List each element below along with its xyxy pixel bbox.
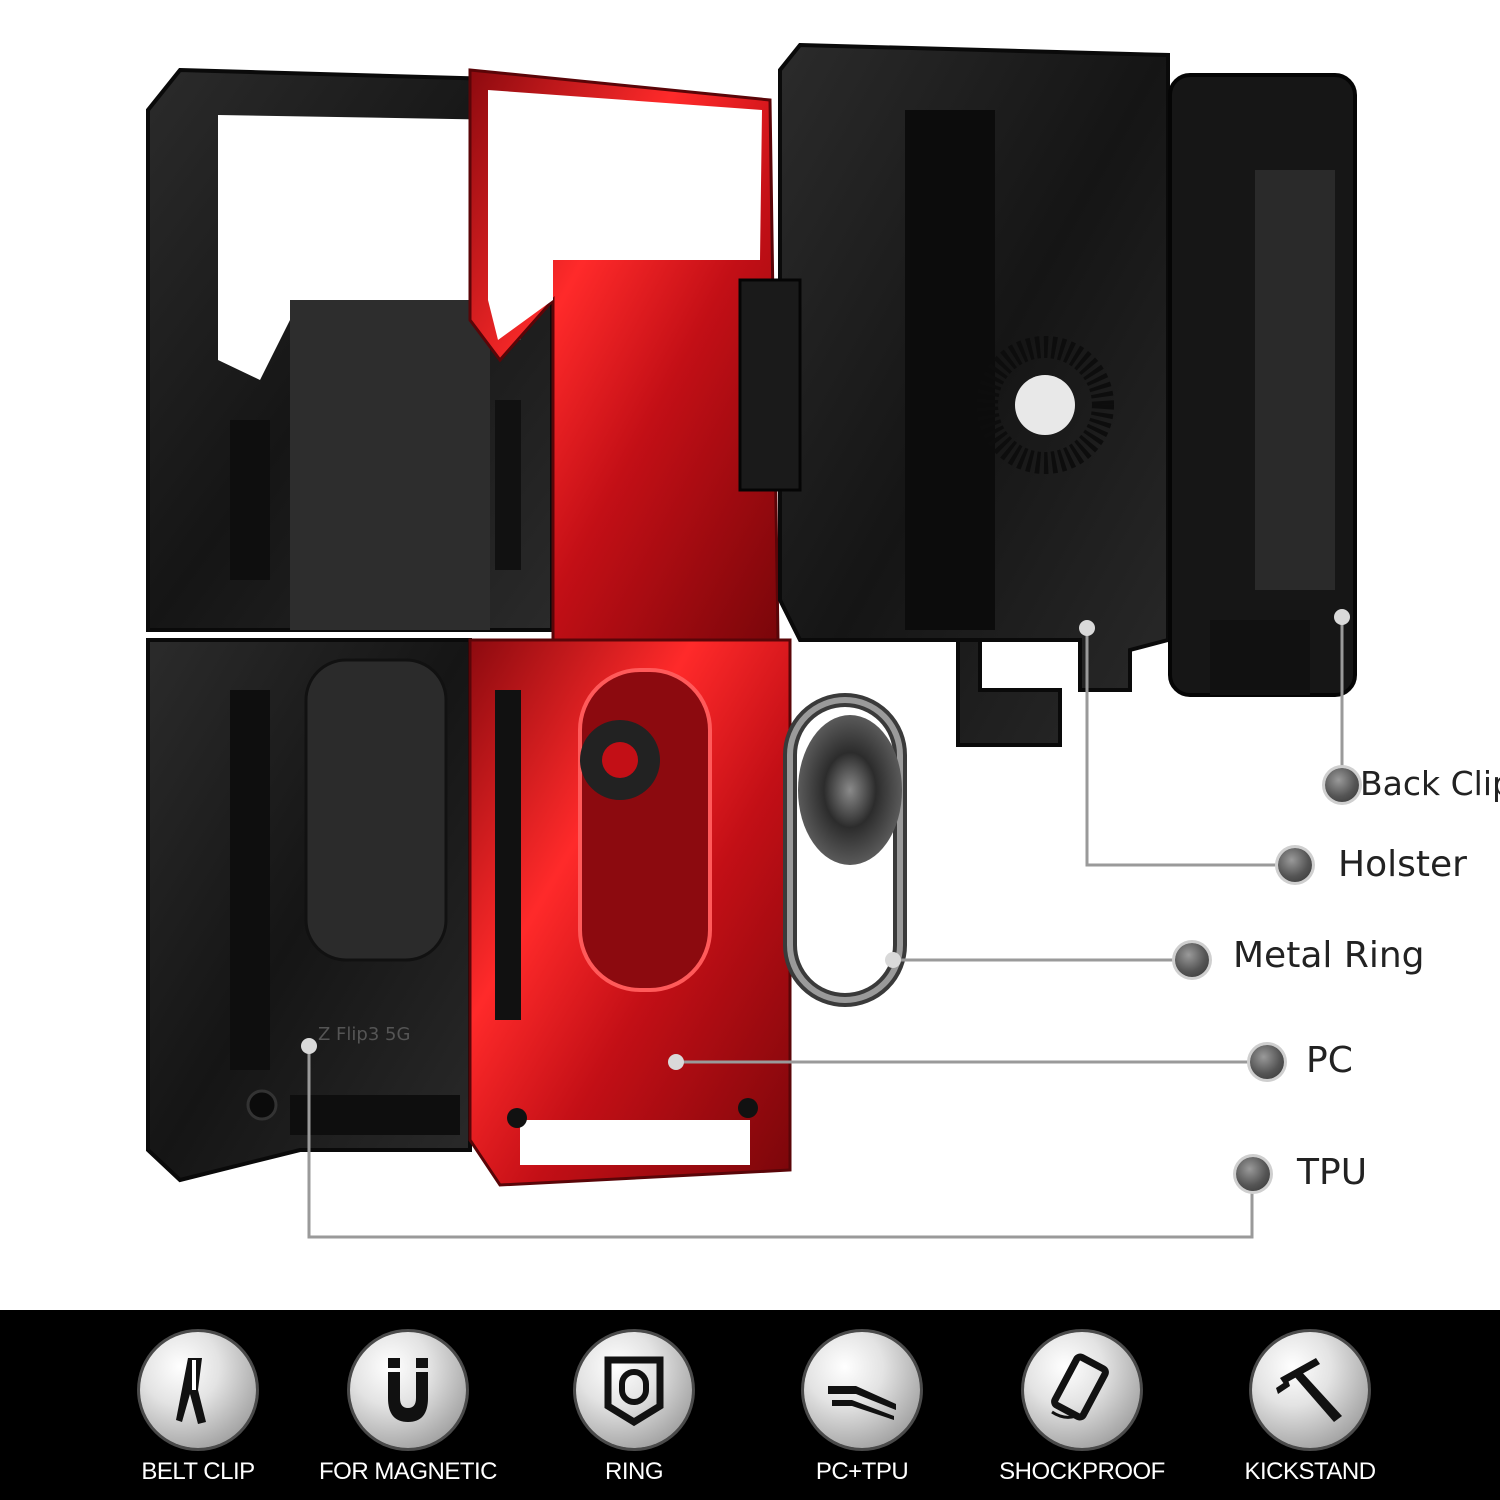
tpu-anchor	[301, 1038, 317, 1054]
leader-lines	[307, 617, 1344, 1239]
pc-label: PC	[1306, 1040, 1353, 1081]
pc-case	[468, 68, 792, 1187]
back-clip-marker	[1325, 768, 1359, 802]
feature-label: PC+TPU	[815, 1458, 909, 1485]
feature-pc-tpu: PC+TPU	[742, 1310, 982, 1500]
back-clip-anchor	[1334, 609, 1350, 625]
kickstand-icon	[1252, 1332, 1368, 1448]
magnet-icon	[350, 1332, 466, 1448]
feature-ring: RING	[514, 1310, 754, 1500]
feature-label: BELT CLIP	[141, 1458, 255, 1485]
feature-label: FOR MAGNETIC	[319, 1458, 498, 1485]
holster-anchor	[1079, 620, 1095, 636]
product-diagram: Z Flip3 5G	[146, 42, 1500, 1239]
feature-label: KICKSTAND	[1244, 1458, 1376, 1485]
belt-clip-icon	[140, 1332, 256, 1448]
shockproof-phone-icon	[1024, 1332, 1140, 1448]
metal-ring-anchor	[885, 952, 901, 968]
ring-icon	[576, 1332, 692, 1448]
feature-label: RING	[605, 1458, 664, 1485]
metal-ring	[783, 693, 907, 1007]
holster-marker	[1278, 848, 1312, 882]
metal-ring-label: Metal Ring	[1233, 935, 1425, 976]
tpu-marker	[1236, 1157, 1270, 1191]
feature-magnetic: FOR MAGNETIC	[288, 1310, 528, 1500]
feature-label: SHOCKPROOF	[999, 1458, 1165, 1485]
holster	[738, 42, 1357, 747]
pc-marker	[1250, 1045, 1284, 1079]
feature-kickstand: KICKSTAND	[1190, 1310, 1430, 1500]
exploded-case-illustration: Z Flip3 5G	[146, 42, 1357, 1239]
tpu-case: Z Flip3 5G	[146, 67, 554, 1183]
back-clip-label: Back Clip	[1360, 764, 1500, 803]
feature-shockproof: SHOCKPROOF	[962, 1310, 1202, 1500]
device-engraving: Z Flip3 5G	[318, 1024, 410, 1045]
layers-icon	[804, 1332, 920, 1448]
feature-bar: BELT CLIP FOR MAGNETIC RING PC+TPU SHOCK…	[0, 1310, 1500, 1500]
tpu-label: TPU	[1297, 1152, 1368, 1193]
metal-ring-marker	[1175, 943, 1209, 977]
feature-belt-clip: BELT CLIP	[78, 1310, 318, 1500]
holster-label: Holster	[1338, 844, 1467, 885]
pc-anchor	[668, 1054, 684, 1070]
